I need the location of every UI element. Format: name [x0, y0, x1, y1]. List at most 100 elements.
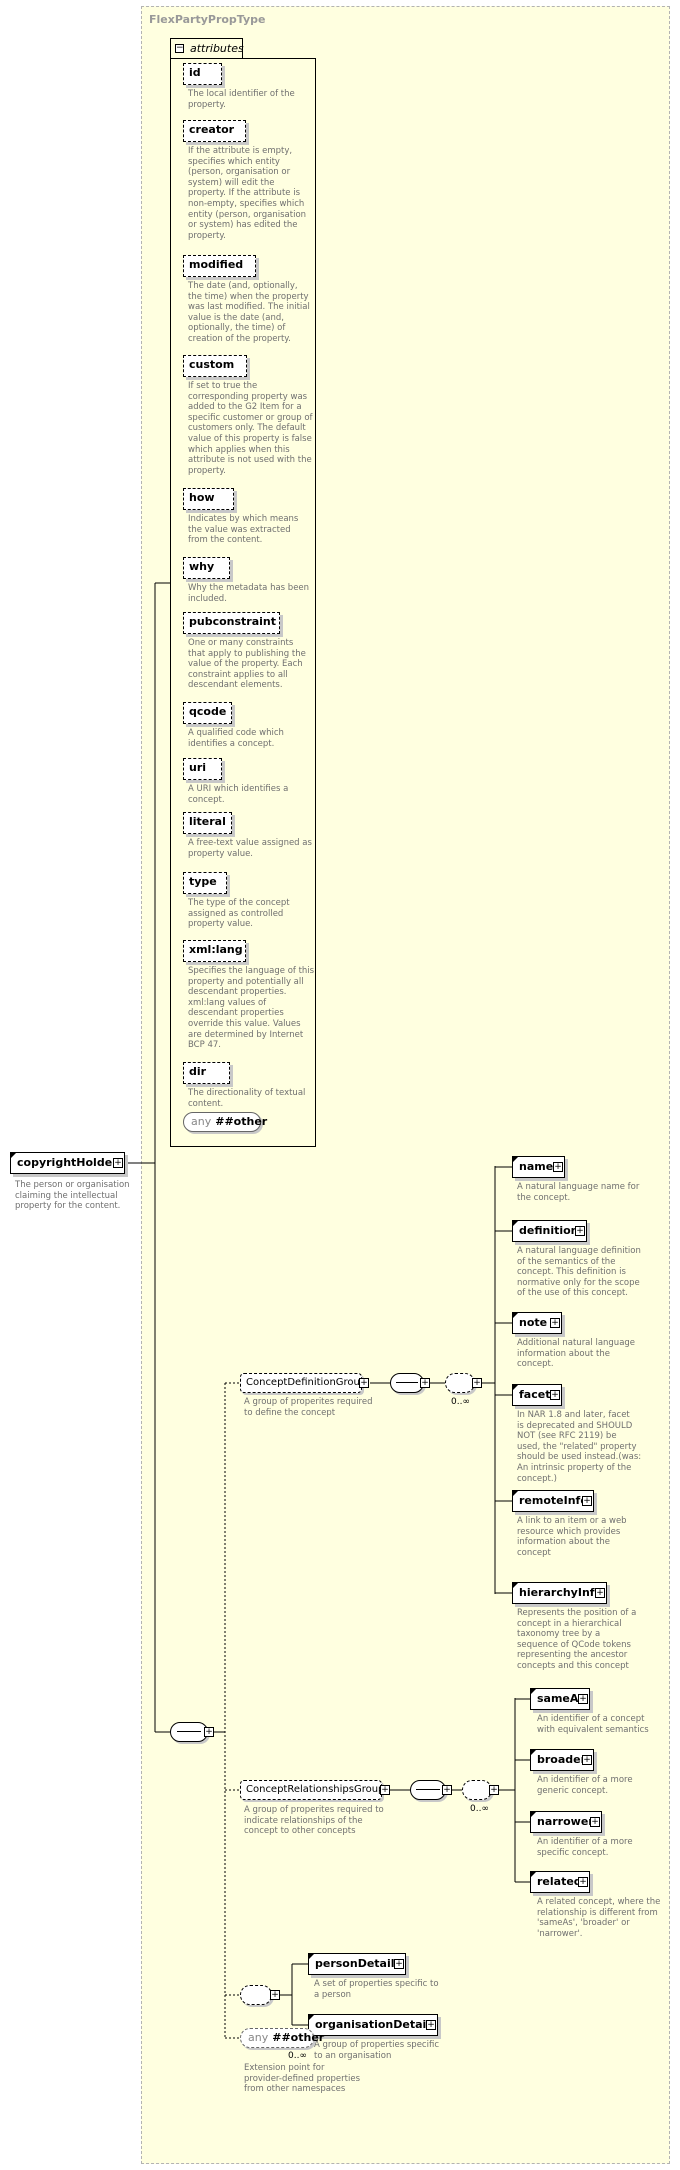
- attributes-tab[interactable]: − attributes: [170, 38, 244, 59]
- attribute-uri[interactable]: uri: [183, 758, 222, 780]
- desc-line: descendant properties: [188, 1008, 284, 1019]
- desc-line: A group of properties specific: [314, 2040, 439, 2050]
- expand-icon[interactable]: +: [442, 1785, 452, 1795]
- element-sameAs[interactable]: sameAs: [530, 1688, 590, 1710]
- occurrence: 0..∞: [470, 1804, 489, 1814]
- expand-icon[interactable]: +: [582, 1496, 592, 1506]
- desc-line: content.: [188, 1098, 224, 1109]
- element-hierarchyInfo[interactable]: hierarchyInfo: [512, 1582, 607, 1604]
- attribute-how[interactable]: how: [183, 488, 234, 510]
- attribute-dir[interactable]: dir: [183, 1062, 230, 1084]
- sequence-compositor-icon[interactable]: [410, 1780, 446, 1800]
- attribute-type[interactable]: type: [183, 872, 227, 894]
- desc-line: One or many constraints: [188, 638, 294, 648]
- desc-line: descendant properties.: [188, 987, 287, 998]
- desc-line: concept in a hierarchical: [517, 1618, 622, 1629]
- expand-icon[interactable]: +: [582, 1755, 592, 1765]
- desc-line: In NAR 1.8 and later, facet: [517, 1410, 630, 1420]
- desc-line: 'narrower'.: [537, 1928, 583, 1939]
- element-broader[interactable]: broader: [530, 1749, 594, 1771]
- expand-icon[interactable]: +: [204, 1727, 214, 1737]
- expand-icon[interactable]: +: [472, 1378, 482, 1388]
- attributes-box: [170, 58, 316, 1147]
- element-marker-icon: [309, 2015, 314, 2020]
- desc-line: The type of the concept: [188, 898, 290, 908]
- element-facet[interactable]: facet: [512, 1384, 562, 1406]
- expand-icon[interactable]: +: [420, 1378, 430, 1388]
- desc-line: The date (and, optionally,: [188, 281, 298, 291]
- expand-icon[interactable]: +: [578, 1694, 588, 1704]
- desc-line: Additional natural language: [517, 1338, 636, 1348]
- any-element[interactable]: any##other: [240, 2028, 324, 2048]
- desc-line: A related concept, where the: [537, 1897, 661, 1907]
- expand-icon[interactable]: +: [380, 1785, 390, 1795]
- choice-compositor-icon[interactable]: [445, 1373, 475, 1393]
- attribute-creator[interactable]: creator: [183, 120, 246, 142]
- attribute-literal[interactable]: literal: [183, 812, 232, 834]
- element-narrower[interactable]: narrower: [530, 1811, 602, 1833]
- choice-compositor-icon[interactable]: [240, 1985, 272, 2005]
- desc-line: The directionality of textual: [188, 1088, 306, 1098]
- element-definition[interactable]: definition: [512, 1220, 587, 1242]
- element-hierarchyInfo-label: hierarchyInfo: [519, 1586, 603, 1599]
- attribute-id[interactable]: id: [183, 63, 222, 85]
- any-attribute[interactable]: any##other: [183, 1112, 267, 1132]
- expand-icon[interactable]: +: [550, 1318, 560, 1328]
- group-concept-relationships[interactable]: ConceptRelationshipsGroup: [240, 1780, 385, 1800]
- group-concept-definition[interactable]: ConceptDefinitionGroup: [240, 1373, 366, 1393]
- desc-line: property.: [188, 99, 226, 110]
- attribute-pubconstraint[interactable]: pubconstraint: [183, 612, 280, 634]
- expand-icon[interactable]: +: [553, 1162, 563, 1172]
- expand-icon[interactable]: +: [359, 1378, 369, 1388]
- desc-line: value is the date (and,: [188, 312, 284, 323]
- element-organisationDetails[interactable]: organisationDetails: [308, 2014, 438, 2036]
- element-marker-icon: [513, 1385, 518, 1390]
- desc-line: should be used instead.(was:: [517, 1452, 642, 1463]
- element-note[interactable]: note: [512, 1312, 562, 1334]
- element-name[interactable]: name: [512, 1156, 565, 1178]
- desc-line: entity (person, organisation: [188, 209, 307, 220]
- attribute-why[interactable]: why: [183, 557, 230, 579]
- collapse-icon[interactable]: −: [175, 43, 184, 53]
- root-element-copyrightHolder[interactable]: copyrightHolder: [10, 1152, 125, 1174]
- attribute-modified[interactable]: modified: [183, 255, 256, 277]
- desc-line: The person or organisation: [15, 1180, 130, 1190]
- expand-icon[interactable]: +: [394, 1959, 404, 1969]
- desc-line: property value.: [188, 848, 254, 859]
- expand-icon[interactable]: +: [426, 2020, 436, 2030]
- desc-line: system) will edit the: [188, 177, 275, 188]
- element-remoteInfo[interactable]: remoteInfo: [512, 1490, 594, 1512]
- expand-icon[interactable]: +: [590, 1817, 600, 1827]
- desc-line: with equivalent semantics: [537, 1724, 649, 1735]
- element-related[interactable]: related: [530, 1871, 590, 1893]
- attribute-custom[interactable]: custom: [183, 355, 247, 377]
- expand-icon[interactable]: +: [550, 1390, 560, 1400]
- element-narrower-label: narrower: [537, 1815, 594, 1828]
- expand-icon[interactable]: +: [575, 1226, 585, 1236]
- choice-compositor-icon[interactable]: [462, 1780, 492, 1800]
- expand-icon[interactable]: +: [489, 1785, 499, 1795]
- expand-icon[interactable]: +: [270, 1990, 280, 2000]
- element-related-label: related: [537, 1875, 582, 1888]
- expand-icon[interactable]: +: [595, 1588, 605, 1598]
- sequence-compositor-icon[interactable]: [390, 1373, 424, 1393]
- attribute-xml-lang[interactable]: xml:lang: [183, 940, 246, 962]
- expand-icon[interactable]: +: [578, 1877, 588, 1887]
- desc-line: included.: [188, 593, 227, 604]
- element-personDetails[interactable]: personDetails: [308, 1953, 406, 1975]
- attribute-qcode[interactable]: qcode: [183, 702, 232, 724]
- group-name: ConceptRelationshipsGroup: [246, 1784, 385, 1795]
- desc-line: concept: [517, 1547, 551, 1558]
- desc-line: Why the metadata has been: [188, 583, 310, 593]
- sequence-compositor-icon[interactable]: [170, 1722, 208, 1742]
- desc-line: 'sameAs', 'broader' or: [537, 1918, 630, 1929]
- expand-icon[interactable]: +: [113, 1158, 123, 1168]
